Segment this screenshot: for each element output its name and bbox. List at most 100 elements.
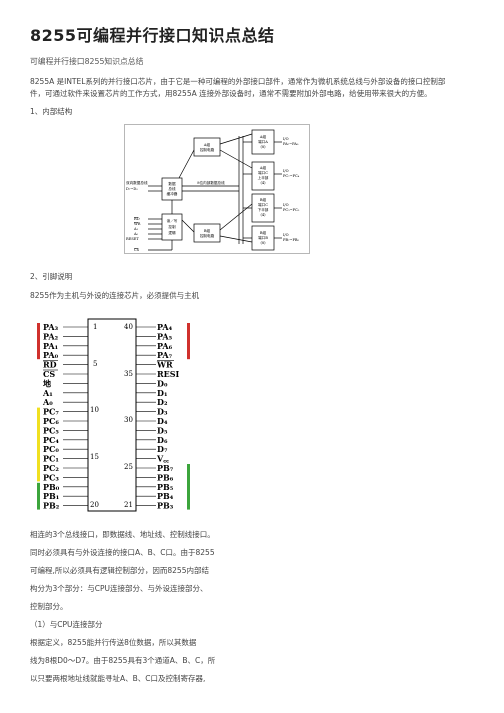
para-line-4: 构分为3个部分：与CPU连接部分、与外设连接部分、 xyxy=(30,584,208,593)
port-b-label-2: 端口B xyxy=(258,235,268,240)
pin-label-right: RESI xyxy=(157,369,180,379)
intro-line-2: 件，可通过软件来设置芯片的工作方式，用8255A 连接外部设备时，通常不需要附加… xyxy=(30,89,432,98)
pin-number-40: 40 xyxy=(124,323,133,331)
pin-label-right: PB₄ xyxy=(157,491,174,501)
pin-cs-label: CS xyxy=(134,248,140,252)
port-a-label-2: 端口A xyxy=(258,139,268,144)
bus-label-2: D₇~D₀ xyxy=(126,187,138,191)
intro-line-1: 8255A 是INTEL系列的并行接口芯片，由于它是一种可编程的外部接口部件，通… xyxy=(30,77,446,86)
port-cu-label-2: 端口C xyxy=(258,170,268,175)
io-cl-label-2: PC₃~PC₀ xyxy=(283,208,300,212)
section-heading-pins: 2、引脚说明 xyxy=(30,272,73,281)
pin-label-left: RD xyxy=(43,360,57,370)
port-b-label-3: (8) xyxy=(260,241,266,245)
pin-label-right: D₂ xyxy=(157,397,168,407)
io-cu-label-1: I/O xyxy=(283,169,289,173)
port-b-label-1: B组 xyxy=(260,230,267,235)
pin-label-right: D₄ xyxy=(157,416,168,426)
group-a-label-2: 控制电路 xyxy=(200,147,215,152)
pin-label-right: D₅ xyxy=(157,425,168,435)
port-cl-label-1: B组 xyxy=(260,197,267,202)
pin-label-left: PC₇ xyxy=(43,407,59,417)
pin-reset-label: RESET xyxy=(126,237,139,241)
subtitle: 可编程并行接口8255知识点总结 xyxy=(30,57,144,66)
pin-label-left: PC₀ xyxy=(43,444,59,454)
pin-label-left: PC₁ xyxy=(43,454,59,464)
chip-outline xyxy=(87,318,137,512)
pin-label-right: PB₆ xyxy=(157,472,174,482)
internal-bus-label: 8位内部数据总线 xyxy=(197,180,225,185)
group-b-label-2: 控制电路 xyxy=(200,233,215,238)
pin-label-left: PB₂ xyxy=(43,501,60,511)
pin-label-left: PC₅ xyxy=(43,425,59,435)
pin-label-left: PC₃ xyxy=(43,472,59,482)
port-cl-label-2: 端口C xyxy=(258,202,268,207)
para-line-7: 根据定义，8255能并行传送8位数据，所以其数据 xyxy=(30,638,197,647)
pin-number-15: 15 xyxy=(90,453,99,461)
para-line-9: 以只要两根地址线就能寻址A、B、C口及控制寄存器, xyxy=(30,674,206,683)
pin-label-left: PC₄ xyxy=(43,435,59,445)
port-cu-label-4: (4) xyxy=(260,181,266,185)
io-b-label-1: I/O xyxy=(283,233,289,237)
pin-label-left: PB₁ xyxy=(43,491,59,501)
port-a-label-3: (8) xyxy=(260,145,266,149)
pin-label-right: WR xyxy=(156,360,173,370)
para-line-5: 控制部分。 xyxy=(30,602,68,611)
buffer-label-2: 总线 xyxy=(168,186,176,191)
pin-number-5: 5 xyxy=(93,360,97,368)
pin-intro-line: 8255作为主机与外设的连接芯片，必须提供与主机 xyxy=(30,291,200,300)
pin-label-left: PC₆ xyxy=(43,416,59,426)
io-b-label-2: PB₇~PB₀ xyxy=(283,238,300,242)
pin-label-left: PA₂ xyxy=(43,331,59,341)
pin-rd-label: RD xyxy=(134,217,140,221)
group-a-label-1: A组 xyxy=(203,142,211,147)
pin-label-right: PA₅ xyxy=(157,331,173,341)
buffer-label-3: 缓冲器 xyxy=(167,191,178,196)
internal-structure-diagram: A组 控制电路 B组 控制电路 数据 总线 缓冲器 读／写 控制 逻辑 8位内部… xyxy=(124,124,310,254)
pin-label-right: D₁ xyxy=(157,388,167,398)
pin-label-left: A₁ xyxy=(42,388,53,398)
pin-label-left: PC₂ xyxy=(43,463,59,473)
right-port-b-marker xyxy=(187,464,190,510)
pin-label-left: PA₃ xyxy=(43,322,59,332)
pin-label-left: 地 xyxy=(43,378,51,388)
left-port-b-marker xyxy=(37,482,40,510)
para-line-2: 同时必须具有与外设连接的接口A、B、C口。由于8255 xyxy=(30,548,215,557)
right-port-a-marker xyxy=(187,323,190,360)
port-a-label-1: A组 xyxy=(259,134,267,139)
section-heading-structure: 1、内部结构 xyxy=(30,107,73,116)
pin-label-left: PA₀ xyxy=(43,350,59,360)
pin-wr-label: WR xyxy=(134,222,141,226)
pin-number-10: 10 xyxy=(90,406,99,414)
rw-label-3: 逻辑 xyxy=(168,230,176,235)
pin-number-35: 35 xyxy=(124,370,133,378)
left-port-a-marker xyxy=(37,323,40,360)
io-a-label-2: PA₇~PA₀ xyxy=(283,142,299,146)
pin-label-right: PB₅ xyxy=(157,482,174,492)
pin-label-right: PB₇ xyxy=(157,463,174,473)
pin-label-left: A₀ xyxy=(42,397,53,407)
pin-label-right: PA₇ xyxy=(157,350,173,360)
pin-a1-label: A₁ xyxy=(133,227,139,231)
pin-label-right: V꜀꜀ xyxy=(156,454,169,464)
pin-label-left: PB₀ xyxy=(43,482,60,492)
group-b-control-box xyxy=(193,223,221,243)
pin-a0-label: A₀ xyxy=(133,232,139,236)
io-cu-label-2: PC₇~PC₄ xyxy=(283,174,300,178)
para-line-6: （1）与CPU连接部分 xyxy=(30,620,103,629)
pin-label-left: PA₁ xyxy=(43,341,58,351)
pin-number-30: 30 xyxy=(124,416,133,424)
pin-label-left: CS xyxy=(43,369,55,379)
pin-number-1: 1 xyxy=(93,323,97,331)
pin-number-20: 20 xyxy=(90,501,99,509)
pin-label-right: PA₆ xyxy=(157,341,173,351)
pin-label-right: D₃ xyxy=(157,407,168,417)
pin-label-right: D₀ xyxy=(157,378,168,388)
buffer-label-1: 数据 xyxy=(168,181,176,186)
pin-label-right: D₆ xyxy=(157,435,168,445)
pin-diagram: PA₃PA₂PA₁PA₀RDCS地A₁A₀PC₇PC₆PC₅PC₄PC₀PC₁P… xyxy=(37,318,190,512)
port-c-upper-box xyxy=(251,161,275,191)
io-cl-label-1: I/O xyxy=(283,203,289,207)
bus-label-1: 双向数据总线 xyxy=(126,180,148,185)
